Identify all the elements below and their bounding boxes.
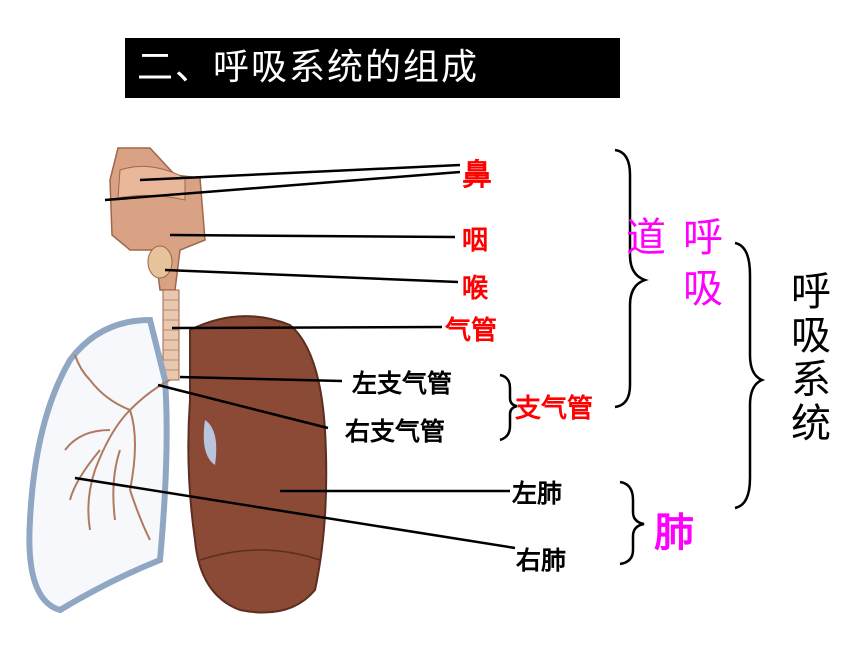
group-airway-char1: 呼 xyxy=(683,215,723,261)
right-lung-shape xyxy=(26,316,170,614)
label-right-lung: 右肺 xyxy=(516,546,567,575)
label-trachea: 气管 xyxy=(445,316,498,346)
group-airway-char3: 道 xyxy=(626,215,666,261)
page-title: 二、呼吸系统的组成 xyxy=(125,38,620,98)
label-left-lung: 左肺 xyxy=(512,479,563,508)
larynx-shape xyxy=(147,245,173,279)
left-lung-shape xyxy=(187,315,328,614)
label-bronchus: 支气管 xyxy=(515,394,594,424)
label-nose: 鼻 xyxy=(462,158,492,193)
braces xyxy=(499,148,766,566)
group-airway-char2: 吸 xyxy=(683,266,723,312)
nasal-cavity xyxy=(117,165,186,201)
bronchial-tree xyxy=(64,354,171,541)
label-larynx: 喉 xyxy=(462,274,489,304)
group-lung: 肺 xyxy=(654,510,694,556)
trachea-shape xyxy=(162,289,180,381)
group-respiratory-system: 呼吸系统 xyxy=(784,270,830,446)
label-right-bronchus: 右支气管 xyxy=(345,417,446,446)
pointer-lines xyxy=(74,163,516,550)
label-pharynx: 咽 xyxy=(462,226,489,256)
label-left-bronchus: 左支气管 xyxy=(352,369,453,398)
